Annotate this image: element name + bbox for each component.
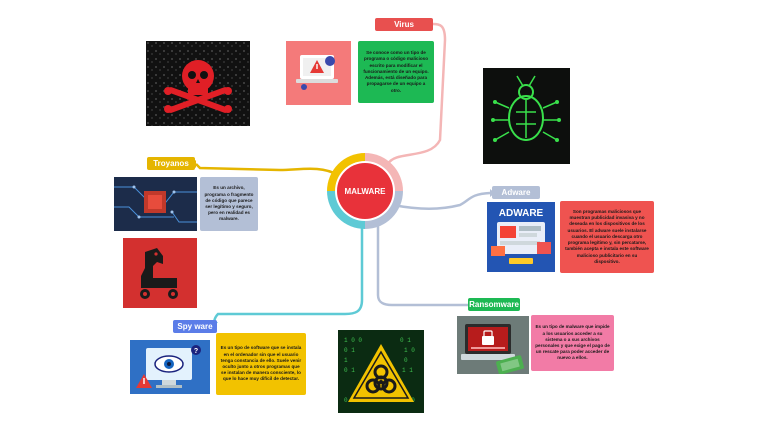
label-spyware[interactable]: Spy ware xyxy=(173,320,217,333)
connector-troyanos xyxy=(196,164,338,175)
svg-text:0 1: 0 1 xyxy=(344,367,355,374)
circuit-bug-image xyxy=(483,68,570,164)
adware-ads-image: ADWARE xyxy=(487,202,555,272)
label-virus[interactable]: Virus xyxy=(375,18,433,31)
note-ransomware: Es un tipo de malware que impide a los u… xyxy=(531,315,614,371)
spyware-monitor-image: ? xyxy=(130,340,210,394)
svg-text:1 1: 1 1 xyxy=(402,367,413,374)
svg-text:ADWARE: ADWARE xyxy=(499,208,544,219)
circuit-board-image xyxy=(114,177,197,231)
trojan-horse-image xyxy=(123,238,197,308)
svg-text:0 1: 0 1 xyxy=(344,347,355,354)
note-spyware: Es un tipo de software que se instala en… xyxy=(216,333,306,395)
svg-text:?: ? xyxy=(194,348,198,355)
connector-spyware xyxy=(214,219,362,326)
infected-laptop-image xyxy=(286,41,351,105)
note-troyanos: Es un archivo, programa o fragmento de c… xyxy=(200,177,258,231)
svg-text:1 0 0: 1 0 0 xyxy=(344,337,362,344)
center-title: MALWARE xyxy=(337,163,393,219)
note-virus: Se conoce como un tipo de programa o cód… xyxy=(358,41,434,103)
svg-text:0 1: 0 1 xyxy=(400,337,411,344)
note-adware: Son programas maliciosos que muestran pu… xyxy=(560,201,654,273)
svg-text:1 0: 1 0 xyxy=(404,347,415,354)
biohazard-binary-image: 1 0 00 110 1 0 11 001 1 0 11 0 xyxy=(338,330,424,413)
svg-text:0: 0 xyxy=(404,357,408,364)
ransomware-laptop-image xyxy=(457,316,529,374)
label-adware[interactable]: Adware xyxy=(492,186,540,199)
skull-crossbones-image xyxy=(146,41,250,126)
label-ransomware[interactable]: Ransomware xyxy=(468,298,520,311)
svg-text:1: 1 xyxy=(344,357,348,364)
label-troyanos[interactable]: Troyanos xyxy=(147,157,195,170)
connector-adware xyxy=(393,193,490,209)
